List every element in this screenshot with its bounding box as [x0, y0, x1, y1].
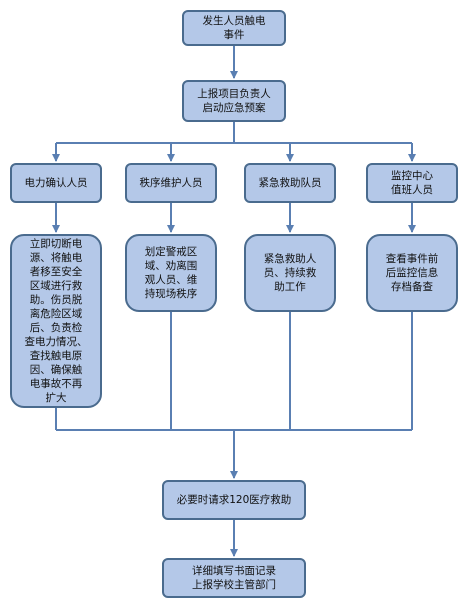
node-role-electric: 电力确认人员 [10, 163, 102, 203]
node-incident: 发生人员触电 事件 [182, 10, 286, 46]
node-task-electric: 立即切断电 源、将触电 者移至安全 区域进行救 助。伤员脱 离危险区域 后、负责… [10, 234, 102, 408]
node-role-monitor-label: 监控中心 值班人员 [391, 170, 433, 196]
node-write-record-label: 详细填写书面记录 上报学校主管部门 [192, 565, 276, 591]
node-call-120: 必要时请求120医疗救助 [162, 480, 306, 520]
node-task-rescue: 紧急救助人 员、持续救 助工作 [244, 234, 336, 312]
node-task-monitor-label: 查看事件前 后监控信息 存档备查 [385, 253, 439, 293]
node-task-order: 划定警戒区 域、劝离围 观人员、维 持现场秩序 [125, 234, 217, 312]
node-write-record: 详细填写书面记录 上报学校主管部门 [162, 558, 306, 598]
node-report-label: 上报项目负责人 启动应急预案 [197, 88, 271, 114]
node-call-120-label: 必要时请求120医疗救助 [176, 494, 292, 506]
node-role-monitor: 监控中心 值班人员 [366, 163, 458, 203]
node-role-rescue: 紧急救助队员 [244, 163, 336, 203]
node-task-order-label: 划定警戒区 域、劝离围 观人员、维 持现场秩序 [144, 246, 198, 300]
node-role-order: 秩序维护人员 [125, 163, 217, 203]
node-role-order-label: 秩序维护人员 [139, 177, 203, 189]
node-task-rescue-label: 紧急救助人 员、持续救 助工作 [263, 253, 317, 293]
node-task-electric-label: 立即切断电 源、将触电 者移至安全 区域进行救 助。伤员脱 离危险区域 后、负责… [24, 238, 88, 404]
node-report: 上报项目负责人 启动应急预案 [182, 80, 286, 122]
node-role-rescue-label: 紧急救助队员 [258, 177, 322, 189]
node-incident-label: 发生人员触电 事件 [202, 15, 266, 41]
node-role-electric-label: 电力确认人员 [24, 177, 88, 189]
node-task-monitor: 查看事件前 后监控信息 存档备查 [366, 234, 458, 312]
